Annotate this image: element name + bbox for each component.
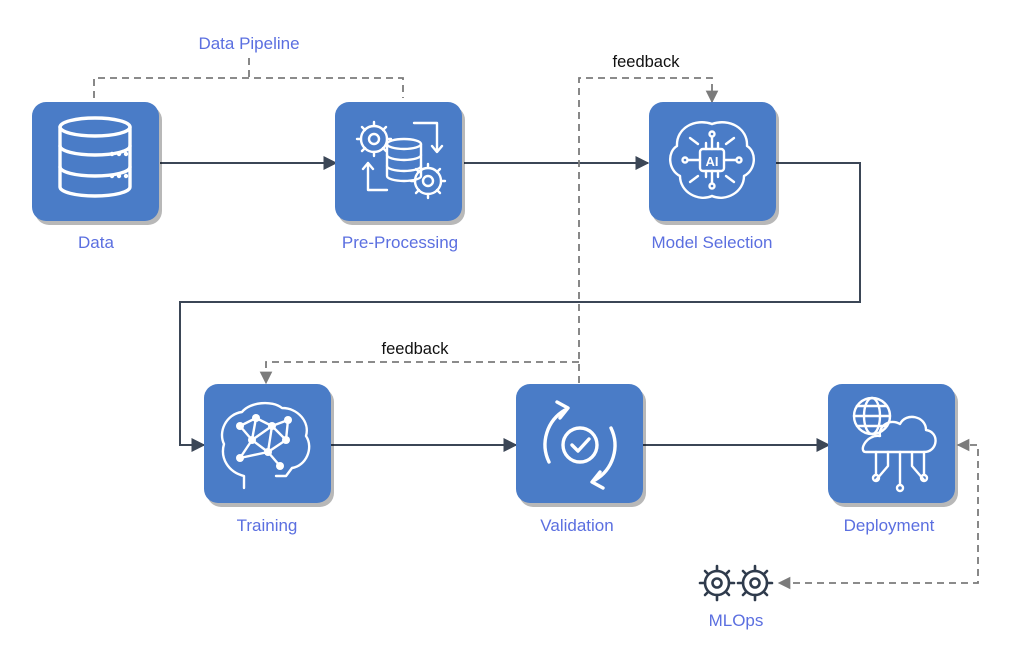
gears-database-icon (355, 120, 447, 200)
dual-gear-icon (698, 564, 774, 602)
node-preprocessing (335, 102, 465, 225)
mlops-link (777, 438, 979, 590)
database-icon (58, 116, 132, 198)
feedback-label-bottom: feedback (382, 340, 450, 358)
connector-model-selection-to-training (179, 162, 861, 452)
node-data (32, 102, 162, 225)
node-validation (516, 384, 646, 507)
node-training (204, 384, 334, 507)
feedback-label-top: feedback (613, 53, 681, 71)
neural-brain-icon (220, 401, 311, 490)
node-deployment (828, 384, 958, 507)
node-model-selection: AI (649, 102, 779, 225)
node-label-mlops: MLOps (709, 611, 764, 630)
node-label-training: Training (237, 516, 298, 535)
node-label-preprocessing: Pre-Processing (342, 233, 458, 252)
data-pipeline-label: Data Pipeline (198, 34, 299, 53)
cycle-check-icon (543, 400, 617, 490)
ai-brain-chip-icon: AI (669, 121, 755, 199)
svg-text:AI: AI (706, 154, 719, 169)
data-pipeline-bracket (93, 77, 404, 98)
node-label-model-selection: Model Selection (652, 233, 773, 252)
feedback-loop-to-model-selection (578, 77, 719, 383)
node-label-data: Data (78, 233, 114, 252)
node-label-validation: Validation (540, 516, 613, 535)
node-label-deployment: Deployment (844, 516, 935, 535)
feedback-loop-to-training (259, 361, 579, 385)
cloud-globe-icon (852, 396, 937, 493)
